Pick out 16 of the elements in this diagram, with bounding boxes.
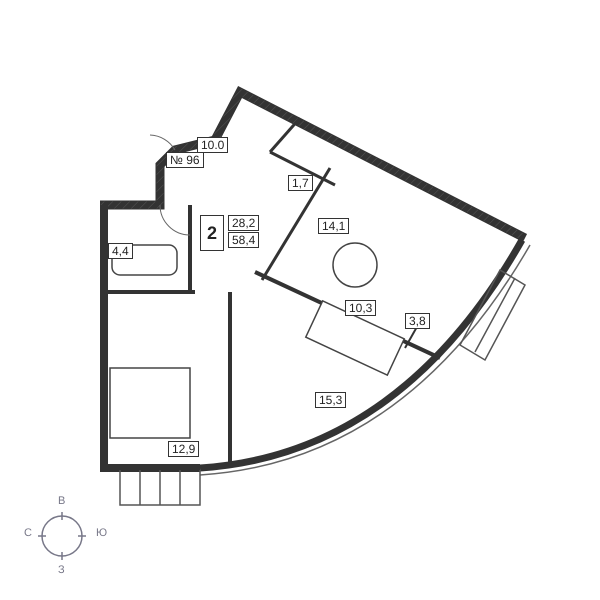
apartment-number: № 96: [166, 152, 204, 168]
room-count: 2: [200, 215, 224, 251]
area-label: 28,2: [228, 215, 260, 231]
area-label: 1,7: [288, 175, 313, 191]
compass-letter: В: [58, 495, 66, 507]
area-label: 10.0: [197, 137, 228, 153]
compass-letter: С: [24, 527, 32, 539]
area-label: 10,3: [345, 300, 376, 316]
area-label: 58,4: [228, 232, 260, 248]
area-label: 12,9: [168, 441, 200, 457]
compass-letter: З: [58, 564, 65, 576]
area-label: 15,3: [315, 392, 346, 408]
area-label: 3,8: [405, 313, 430, 329]
compass-letter: Ю: [96, 527, 108, 539]
area-label: 4,4: [108, 243, 133, 259]
area-label: 14,1: [318, 218, 350, 234]
